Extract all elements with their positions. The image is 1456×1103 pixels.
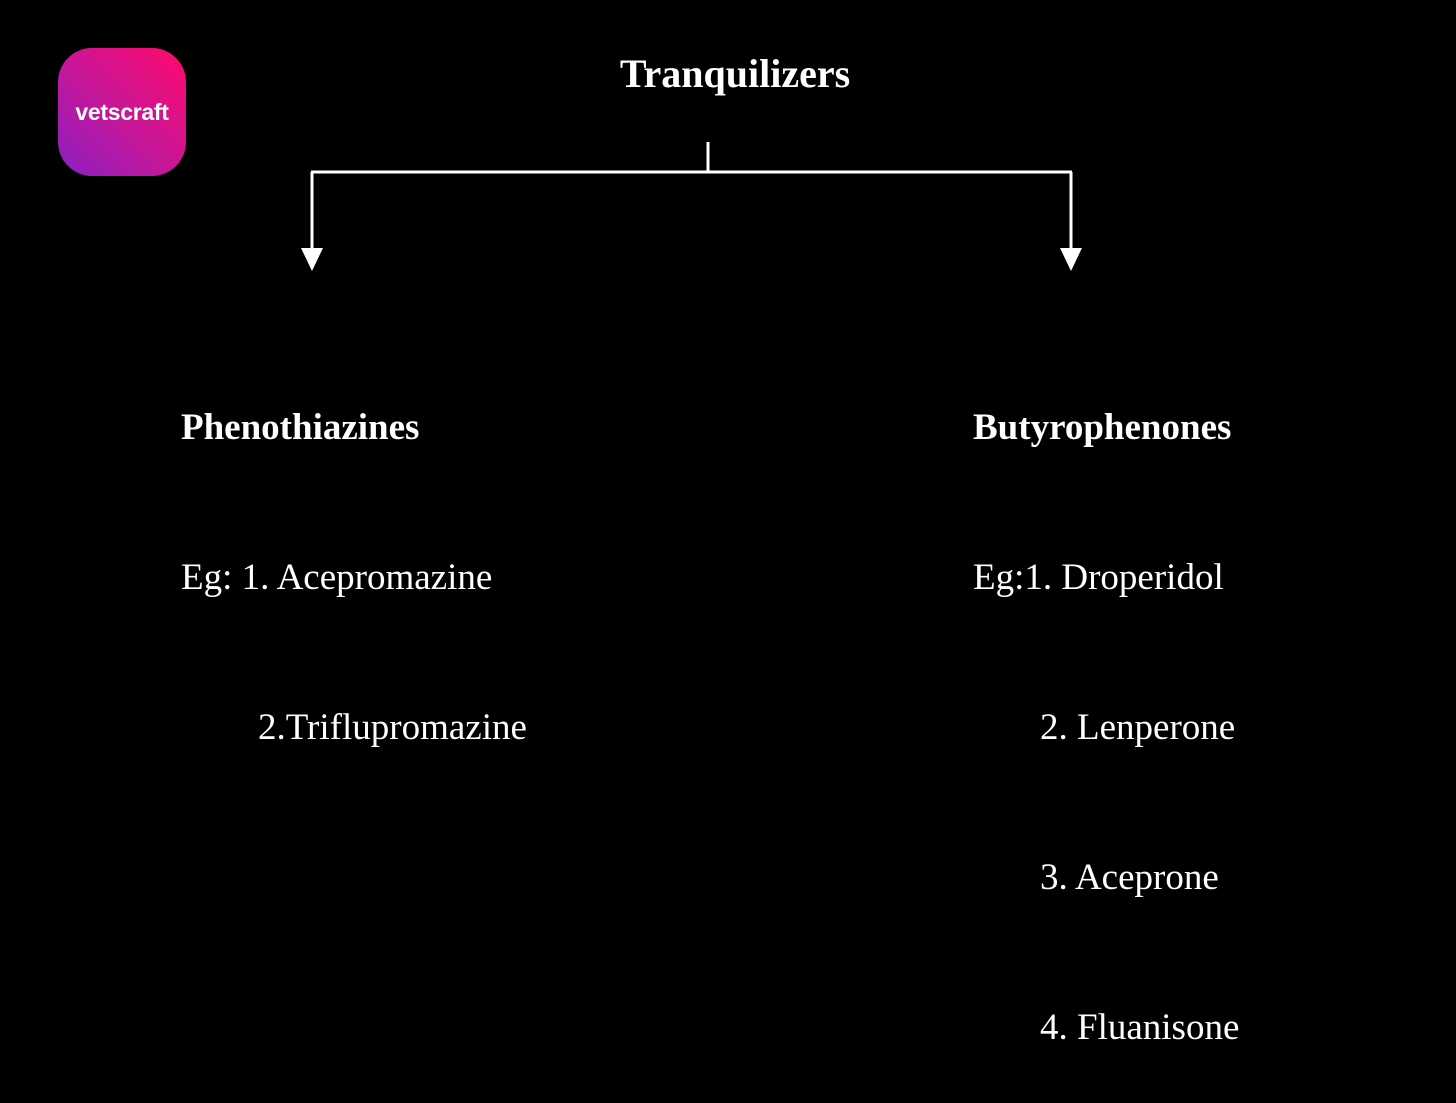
logo-text: vetscraft [75, 98, 169, 125]
butyrophenones-example-1: Eg:1. Droperidol [973, 557, 1224, 598]
right-arrowhead [1060, 248, 1082, 271]
phenothiazines-branch: Phenothiazines Eg: 1. Acepromazine 2.Tri… [181, 303, 527, 803]
vetscraft-logo: vetscraft [58, 48, 186, 176]
butyrophenones-branch: Butyrophenones Eg:1. Droperidol 2. Lenpe… [973, 303, 1239, 1103]
phenothiazines-example-2: 2.Triflupromazine [258, 707, 527, 748]
phenothiazines-title: Phenothiazines [181, 407, 420, 448]
butyrophenones-example-2: 2. Lenperone [1040, 707, 1236, 748]
tree-connectors [301, 142, 1082, 271]
phenothiazines-example-1: Eg: 1. Acepromazine [181, 557, 493, 598]
butyrophenones-title: Butyrophenones [973, 407, 1232, 448]
diagram-root-title: Tranquilizers [619, 51, 851, 96]
left-arrowhead [301, 248, 323, 271]
butyrophenones-example-4: 4. Fluanisone [1040, 1007, 1240, 1048]
butyrophenones-example-3: 3. Aceprone [1040, 857, 1219, 898]
